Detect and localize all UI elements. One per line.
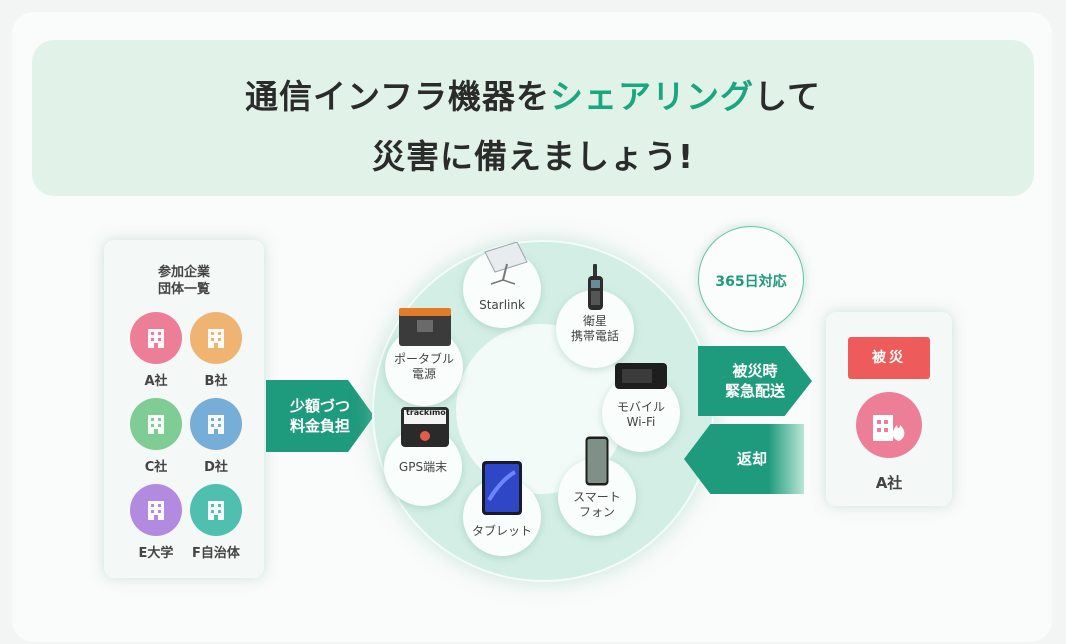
org-circle — [130, 398, 182, 450]
org-label: C社 — [144, 460, 168, 475]
org-circle — [190, 398, 242, 450]
org-item: F自治体 — [186, 484, 246, 561]
device-mobile-wifi: モバイル Wi-Fi — [602, 363, 680, 452]
device-starlink: Starlink — [463, 242, 541, 328]
headline-part-1: 通信インフラ機器を — [244, 77, 550, 116]
building-icon — [148, 329, 164, 348]
tablet-label: タブレット — [471, 524, 532, 538]
smartphone-icon — [585, 436, 609, 486]
org-label: F自治体 — [192, 546, 240, 561]
participants-title-line-2: 団体一覧 — [157, 282, 210, 297]
smartphone-label: スマート フォン — [558, 490, 636, 520]
power-label-line-1: ポータブル — [393, 352, 454, 366]
device-smartphone: スマート フォン — [558, 436, 636, 536]
building-icon — [208, 329, 224, 348]
satellite-phone-icon — [588, 264, 603, 310]
building-icon — [148, 501, 164, 520]
device-gps: trackimo GPS端末 — [384, 407, 462, 506]
delivery-arrow: 被災時 緊急配送 — [698, 346, 812, 416]
affected-org-label: A社 — [875, 474, 903, 492]
org-label: E大学 — [138, 546, 174, 561]
support-badge: 365日対応 — [698, 226, 804, 332]
device-portable-power: ポータブル 電源 — [385, 308, 463, 406]
starlink-label: Starlink — [479, 298, 525, 312]
gps-brand-label: trackimo — [406, 408, 446, 417]
participants-title-line-1: 参加企業 — [157, 265, 210, 280]
headline-text: 通信インフラ機器をシェアリングして 災害に備えましょう! — [32, 40, 1034, 196]
org-label: B社 — [204, 374, 228, 389]
mobile-wifi-router-icon — [615, 363, 667, 389]
affected-org-circle — [856, 392, 922, 458]
org-circle — [190, 312, 242, 364]
portable-power-station-icon — [399, 308, 451, 346]
org-circle — [130, 312, 182, 364]
building-icon — [208, 501, 224, 520]
device-tablet: タブレット — [463, 461, 541, 556]
starlink-dish-icon — [484, 242, 528, 285]
gps-label: GPS端末 — [398, 460, 448, 474]
affected-org: A社 — [856, 392, 922, 493]
tablet-icon — [482, 461, 522, 515]
participants-title: 参加企業 団体一覧 — [104, 264, 264, 298]
org-label: A社 — [144, 374, 168, 389]
headline-line-1: 通信インフラ機器をシェアリングして — [32, 70, 1034, 118]
satphone-label: 衛星 携帯電話 — [556, 314, 634, 344]
support-badge-label: 365日対応 — [715, 274, 787, 290]
return-label: 返却 — [736, 450, 767, 468]
org-item: D社 — [186, 398, 246, 475]
gps-tracker-icon — [401, 407, 449, 447]
contribution-arrow: 少額づつ 料金負担 — [266, 380, 374, 452]
participants-panel: 参加企業 団体一覧 A社 B社 C社 D社 E大学 F自治体 — [104, 240, 264, 578]
org-label: D社 — [204, 460, 228, 475]
headline-part-2: して — [754, 77, 822, 116]
org-circle — [130, 484, 182, 536]
contribution-line-2: 料金負担 — [289, 417, 350, 435]
power-label-line-2: 電源 — [411, 367, 436, 381]
disaster-tag: 被災 — [848, 337, 930, 379]
smartphone-label-line-1: スマート — [573, 490, 621, 504]
device-satellite-phone: 衛星 携帯電話 — [556, 264, 634, 368]
headline-line-2: 災害に備えましょう! — [371, 137, 695, 176]
return-arrow: 返却 — [684, 424, 804, 494]
org-circle — [190, 484, 242, 536]
headline-accent: シェアリング — [550, 77, 754, 116]
delivery-line-2: 緊急配送 — [724, 382, 785, 400]
satphone-label-line-2: 携帯電話 — [570, 329, 619, 343]
smartphone-label-line-2: フォン — [578, 505, 615, 519]
building-fire-icon — [873, 415, 905, 441]
org-item: C社 — [126, 398, 186, 475]
wifi-label-line-2: Wi-Fi — [626, 415, 656, 429]
wifi-label: モバイル Wi-Fi — [602, 400, 680, 430]
headline-banner — [32, 40, 1034, 196]
building-icon — [208, 415, 224, 434]
contribution-line-1: 少額づつ — [289, 397, 350, 415]
power-label: ポータブル 電源 — [385, 352, 463, 382]
building-icon — [148, 415, 164, 434]
org-item: A社 — [126, 312, 186, 389]
org-item: B社 — [186, 312, 246, 389]
org-item: E大学 — [126, 484, 186, 561]
delivery-line-1: 被災時 — [732, 362, 778, 380]
wifi-label-line-1: モバイル — [616, 400, 665, 414]
satphone-label-line-1: 衛星 — [582, 314, 607, 328]
